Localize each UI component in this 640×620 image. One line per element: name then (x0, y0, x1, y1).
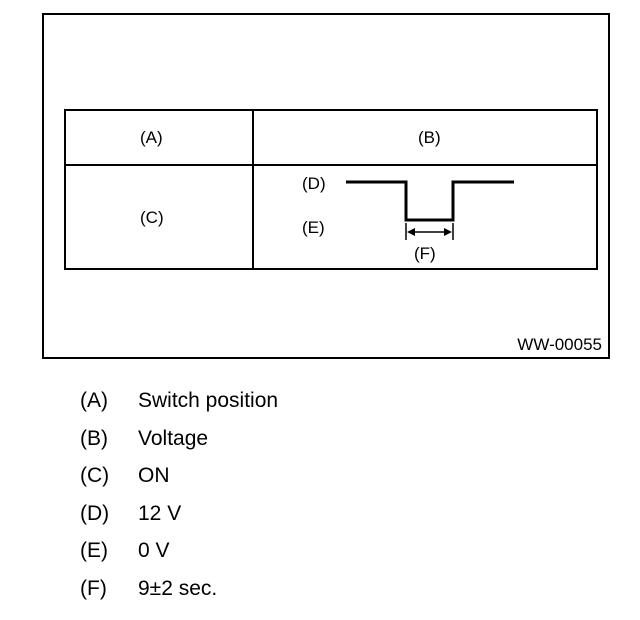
row-on-label: (C) (140, 208, 164, 227)
figure-code: WW-00055 (517, 335, 602, 354)
table-row-divider (66, 164, 596, 166)
figure-frame: (A) (B) (C) (D) (E) (F) WW-00055 (42, 13, 610, 359)
low-voltage-label: (E) (302, 218, 325, 237)
legend-text: 12 V (138, 501, 182, 525)
legend-text: 9±2 sec. (138, 576, 218, 600)
high-voltage-label: (D) (302, 174, 326, 193)
header-voltage-label: (B) (418, 128, 441, 147)
diagram-table: (A) (B) (C) (D) (E) (F) (64, 109, 598, 270)
legend-list: (A) Switch position (B) Voltage (C) ON (… (80, 388, 500, 613)
legend-text: Switch position (138, 389, 279, 412)
duration-arrow-left-head (407, 228, 415, 236)
duration-arrow-right-head (444, 228, 452, 236)
legend-text: 0 V (138, 539, 170, 562)
legend-item: (B) Voltage (80, 426, 500, 464)
legend-item: (E) 0 V (80, 538, 500, 576)
legend-text: Voltage (138, 426, 209, 450)
legend-item: (D) 12 V (80, 501, 500, 539)
legend-key: (E) (80, 539, 108, 562)
legend-key: (A) (80, 389, 108, 412)
voltage-waveform (346, 180, 514, 240)
legend-item: (A) Switch position (80, 388, 500, 426)
legend-key: (C) (80, 464, 110, 487)
legend-text: ON (138, 464, 170, 487)
legend-key: (B) (80, 426, 108, 450)
header-switch-position-label: (A) (140, 128, 163, 147)
legend-key: (D) (80, 501, 110, 525)
waveform-line (346, 180, 514, 222)
legend-key: (F) (80, 576, 107, 600)
legend-item: (F) 9±2 sec. (80, 576, 500, 614)
table-column-divider (252, 111, 254, 268)
duration-label: (F) (414, 244, 436, 263)
legend-item: (C) ON (80, 463, 500, 501)
